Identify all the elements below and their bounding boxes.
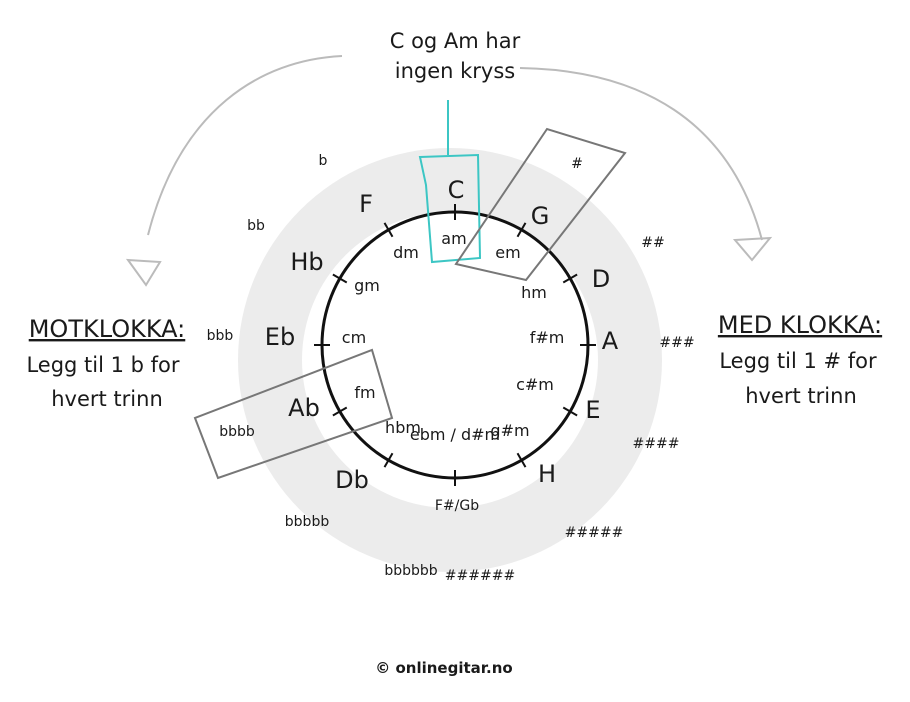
- flats-f: b: [319, 153, 328, 169]
- flats-eb: bbb: [207, 328, 234, 344]
- minor-key-dm: dm: [393, 243, 419, 262]
- ring-tick: [383, 452, 394, 468]
- major-key-f: F: [359, 190, 373, 218]
- ab-flat-box: [193, 348, 394, 480]
- left-title: MOTKLOKKA:: [29, 315, 186, 343]
- flats-hb: bb: [247, 218, 265, 234]
- minor-key-gsharp-m: g#m: [490, 421, 529, 440]
- major-key-g: G: [531, 202, 550, 230]
- ring-tick: [516, 452, 527, 468]
- major-key-ab: Ab: [288, 394, 320, 422]
- major-key-h: H: [538, 460, 556, 488]
- left-line-1: Legg til 1 b for: [26, 353, 179, 377]
- minor-key-hm: hm: [521, 283, 547, 302]
- counterclockwise-arrow: [147, 55, 343, 236]
- major-key-db: Db: [335, 466, 369, 494]
- left-line-2: hvert trinn: [51, 387, 163, 411]
- flats-gb: bbbbbb: [384, 563, 437, 579]
- note-line-1: C og Am har: [390, 29, 521, 53]
- sharps-fsharp: ######: [445, 568, 515, 584]
- minor-key-cm: cm: [342, 328, 366, 347]
- major-key-hb: Hb: [290, 248, 323, 276]
- sharps-g: #: [571, 156, 583, 172]
- counterclockwise-arrowhead: [125, 258, 162, 287]
- sharps-a: ###: [659, 335, 694, 351]
- ring-tick: [562, 406, 578, 417]
- clockwise-arrowhead: [732, 236, 773, 262]
- ring-tick: [332, 406, 348, 417]
- ring-tick: [383, 222, 394, 238]
- minor-key-em: em: [495, 243, 520, 262]
- sharps-d: ##: [641, 235, 664, 251]
- major-key-fsharp-gb: F#/Gb: [435, 498, 479, 514]
- flats-db: bbbbb: [285, 514, 330, 530]
- minor-key-gm: gm: [354, 276, 380, 295]
- ring-tick: [332, 273, 348, 284]
- clockwise-arrow: [519, 67, 763, 241]
- minor-key-csharp-m: c#m: [516, 375, 554, 394]
- note-line-2: ingen kryss: [395, 59, 515, 83]
- right-line-1: Legg til 1 # for: [719, 349, 877, 373]
- flats-ab: bbbb: [219, 424, 255, 440]
- minor-key-hbm: hbm: [385, 418, 421, 437]
- major-key-e: E: [585, 396, 600, 424]
- right-line-2: hvert trinn: [745, 384, 857, 408]
- major-key-c: C: [448, 176, 465, 204]
- minor-key-fm: fm: [354, 383, 375, 402]
- inner-disc: [310, 220, 590, 500]
- major-key-a: A: [602, 327, 619, 355]
- ring-ticks: [314, 204, 596, 486]
- c-am-highlight: [418, 100, 482, 264]
- credit: © onlinegitar.no: [375, 659, 512, 677]
- sharps-h: #####: [565, 525, 624, 541]
- right-title: MED KLOKKA:: [718, 311, 882, 339]
- minor-key-ebm-dsharp-m: ebm / d#m: [410, 425, 500, 444]
- sharps-e: ####: [633, 436, 680, 452]
- minor-key-fsharp-m: f#m: [530, 328, 565, 347]
- major-key-d: D: [592, 265, 610, 293]
- g-sharp-box: [454, 127, 627, 282]
- ring-tick: [516, 222, 527, 238]
- major-key-eb: Eb: [265, 323, 295, 351]
- ring-tick: [562, 273, 578, 284]
- minor-key-am: am: [441, 229, 466, 248]
